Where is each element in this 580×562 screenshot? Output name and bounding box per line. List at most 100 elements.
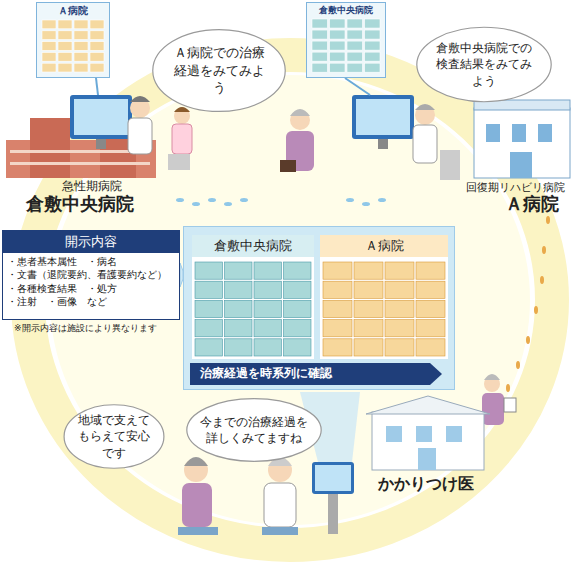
- record-grid: [311, 18, 381, 73]
- place-label: 倉敷中央病院: [26, 192, 134, 216]
- disclosure-item: ・各種検査結果 ・処方: [3, 282, 179, 295]
- arrow-band: [190, 363, 442, 385]
- grid-cell: [354, 281, 383, 298]
- clinic: [366, 396, 490, 470]
- grid-cell: [58, 52, 72, 61]
- screen-title: 倉敷中央病院: [309, 5, 383, 16]
- bubble-node: 今までの治療経過を詳しくみてますね: [184, 396, 324, 464]
- grid-cell: [385, 320, 414, 337]
- record-grid: [41, 19, 105, 73]
- grid-cell: [385, 339, 414, 356]
- disclosure-item: ・注射 ・画像 など: [3, 295, 179, 308]
- rehab-hospital: [474, 100, 570, 178]
- grid-cell: [365, 41, 381, 50]
- place-label: ※開示内容は施設により異なります: [14, 322, 157, 335]
- grid-cell: [284, 262, 312, 279]
- text: 倉敷中央病院での検査結果をみてみよう: [436, 40, 532, 89]
- grid-cell: [284, 339, 312, 356]
- bubble-node: Ａ病院での治療経過をみてみよう: [150, 26, 288, 115]
- grid-cell: [42, 31, 56, 40]
- grid-cell: [323, 300, 352, 317]
- grid-cell: [416, 281, 445, 298]
- grid-cell: [195, 262, 223, 279]
- grid-cell: [74, 31, 88, 40]
- grid-cell: [354, 300, 383, 317]
- grid-cell: [354, 262, 383, 279]
- grid-cell: [347, 19, 363, 28]
- grid-cell: [416, 300, 445, 317]
- grid-cell: [354, 320, 383, 337]
- record-grid: [194, 261, 312, 357]
- panel-node: 治療経過を時系列に確認倉敷中央病院 Ａ病院: [183, 226, 455, 390]
- doctor-at-monitor: [70, 95, 192, 170]
- grid-cell: [312, 52, 328, 61]
- record-grid: [322, 261, 446, 357]
- grid-cell: [347, 63, 363, 72]
- grid-cell: [74, 20, 88, 29]
- gp-consultation: [178, 392, 360, 535]
- grid-cell: [347, 41, 363, 50]
- grid-cell: [354, 339, 383, 356]
- grid-cell: [254, 262, 282, 279]
- grid-cell: [254, 300, 282, 317]
- screen-node: 倉敷中央病院: [306, 2, 386, 78]
- grid-cell: [90, 52, 104, 61]
- text: 今までの治療経過を詳しくみてますね: [198, 414, 310, 446]
- disclosure-item: ・文書（退院要約、看護要約など）: [3, 268, 179, 281]
- speech-bubble: [184, 396, 324, 464]
- grid-cell: [330, 19, 346, 28]
- grid-cell: [416, 339, 445, 356]
- bubble-outline: [153, 30, 285, 112]
- grid-cell: [225, 339, 253, 356]
- grid-cell: [195, 320, 223, 337]
- grid-cell: [195, 339, 223, 356]
- grid-cell: [90, 63, 104, 72]
- text: Ａ病院での治療経過をみてみよう: [172, 44, 266, 97]
- grid-cell: [365, 19, 381, 28]
- col-node: Ａ病院: [320, 235, 448, 359]
- grid-cell: [365, 30, 381, 39]
- grid-cell: [330, 41, 346, 50]
- grid-cell: [90, 20, 104, 29]
- grid-cell: [254, 281, 282, 298]
- text: 地域で支えてもらえて安心です: [78, 412, 150, 461]
- grid-cell: [323, 262, 352, 279]
- grid-cell: [42, 20, 56, 29]
- column-heading: 倉敷中央病院: [192, 235, 314, 257]
- grid-cell: [195, 281, 223, 298]
- grid-cell: [195, 300, 223, 317]
- column-heading: Ａ病院: [320, 235, 448, 257]
- grid-cell: [225, 320, 253, 337]
- grid-cell: [225, 300, 253, 317]
- place-label: 回復期リハビリ病院: [466, 180, 565, 195]
- rehab-doctor: [352, 95, 460, 180]
- grid-cell: [312, 63, 328, 72]
- col-node: 倉敷中央病院: [192, 235, 314, 359]
- grid-cell: [74, 52, 88, 61]
- screen-node: Ａ病院: [36, 2, 110, 78]
- footsteps-orange: [506, 216, 550, 392]
- grid-cell: [312, 19, 328, 28]
- grid-cell: [74, 42, 88, 51]
- bubble-node: 地域で支えてもらえて安心です: [62, 402, 166, 471]
- bubble-node: 倉敷中央病院での検査結果をみてみよう: [414, 24, 554, 105]
- grid-cell: [330, 30, 346, 39]
- grid-cell: [284, 300, 312, 317]
- grid-cell: [385, 281, 414, 298]
- grid-cell: [58, 20, 72, 29]
- grid-cell: [225, 281, 253, 298]
- grid-cell: [323, 281, 352, 298]
- grid-cell: [385, 262, 414, 279]
- place-label: Ａ病院: [505, 192, 559, 216]
- grid-cell: [42, 42, 56, 51]
- panel-heading: 開示内容: [3, 231, 179, 253]
- grid-cell: [58, 42, 72, 51]
- timeline-band: 治療経過を時系列に確認: [192, 362, 422, 385]
- grid-cell: [312, 30, 328, 39]
- grid-cell: [254, 339, 282, 356]
- grid-cell: [90, 31, 104, 40]
- grid-cell: [42, 63, 56, 72]
- grid-cell: [74, 63, 88, 72]
- grid-cell: [225, 262, 253, 279]
- bubble-outline: [417, 27, 551, 102]
